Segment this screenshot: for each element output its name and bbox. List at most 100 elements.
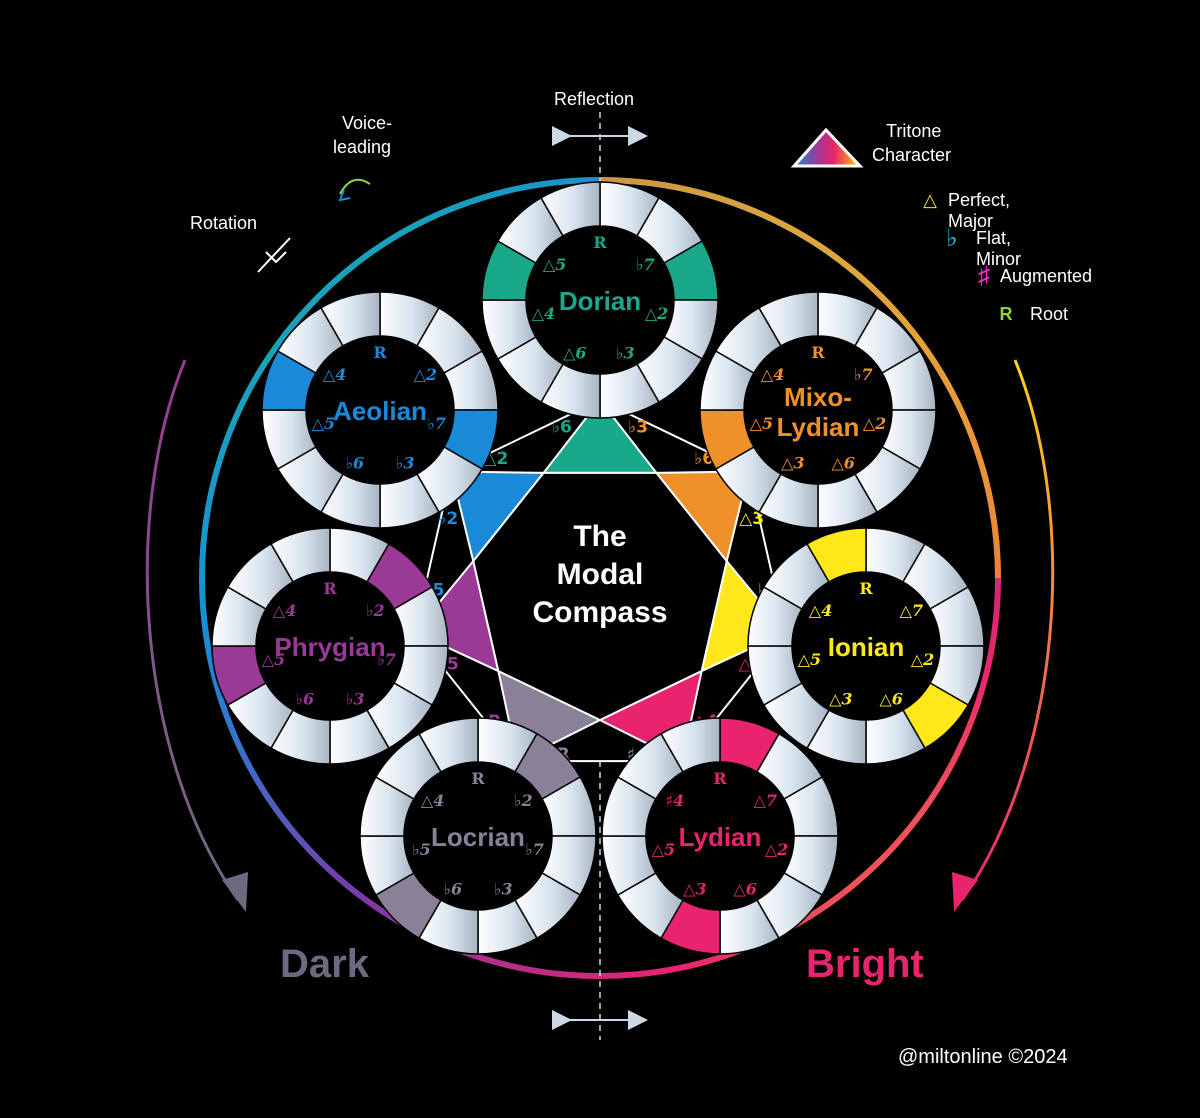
mode-degree-label: △4 [421, 791, 444, 810]
ring-center [743, 335, 893, 485]
heptagon-degree-label: ♭3 [628, 417, 648, 437]
legend-label: Perfect, Major [948, 190, 1011, 231]
bright-label: Bright [806, 942, 924, 986]
mode-name: Aeolian [333, 396, 427, 426]
mode-degree-label: ♭3 [616, 343, 635, 362]
tritone-label-2: Character [872, 145, 952, 165]
dark-arrow-head [222, 872, 248, 912]
mode-degree-label: △5 [543, 255, 566, 274]
voice-leading-label-1: Voice- [341, 113, 393, 133]
mode-degree-label: △2 [911, 650, 934, 669]
dark-label: Dark [280, 942, 369, 986]
mode-degree-label: △2 [414, 365, 437, 384]
rotation-label: Rotation [190, 213, 258, 233]
mode-name: Mixo- [784, 382, 852, 412]
flat-icon: ♭ [946, 225, 958, 252]
mode-degree-label: R [811, 343, 825, 362]
mode-degree-label: △4 [323, 365, 346, 384]
mode-degree-label: △2 [765, 840, 788, 859]
ring-center [403, 761, 553, 911]
mode-degree-label: R [471, 769, 485, 788]
mode-degree-label: △7 [900, 601, 923, 620]
mode-degree-label: △3 [829, 689, 852, 708]
mode-name: Lydian [679, 822, 762, 852]
mode-degree-label: △4 [273, 601, 296, 620]
sharp-icon: ♯ [978, 262, 990, 289]
mode-degree-label: R [859, 579, 873, 598]
compass-title-line: Modal [557, 558, 644, 591]
mode-degree-label: ♭7 [854, 365, 873, 384]
mode-degree-label: ♭3 [494, 879, 513, 898]
mode-degree-label: ♭3 [396, 453, 415, 472]
tritone-label-1: Tritone [886, 121, 942, 141]
mode-degree-label: △7 [754, 791, 777, 810]
mode-degree-label: ♭5 [412, 840, 431, 859]
mode-degree-label: △6 [831, 453, 854, 472]
mode-name: Phrygian [274, 632, 385, 662]
reflection-label: Reflection [554, 89, 635, 109]
mode-rings-layer: DorianR♭7△2♭3△6△4△5Mixo-LydianR♭7△2△6△3△… [211, 181, 985, 955]
mode-degree-label: ♯4 [665, 791, 684, 810]
inner-heptagon [472, 471, 728, 722]
mode-degree-label: R [593, 233, 607, 252]
compass-title-line: Compass [532, 596, 667, 629]
heptagon-degree-label: △3 [739, 509, 764, 529]
rotation-icon [257, 237, 291, 273]
bright-arrow-head [952, 872, 978, 912]
mode-degree-label: △5 [312, 414, 335, 433]
mode-degree-label: △2 [863, 414, 886, 433]
tritone-character-icon [790, 127, 864, 168]
compass-title-line: The [573, 520, 626, 553]
mode-name: Locrian [431, 822, 525, 852]
voice-leading-label-2: leading [333, 137, 392, 157]
heptagon-layer: ♭3♭6△3♭7△7△4♯4RR♭5△5♭2△2♭6TheModalCompas… [413, 398, 787, 765]
ring-center [791, 571, 941, 721]
mode-degree-label: △4 [809, 601, 832, 620]
mode-ring-ionian: Ionian R △7 △2 △6 △3 △5 △4 [747, 527, 985, 765]
legend-label: Augmented [1000, 266, 1093, 286]
voice-leading-icon [338, 178, 371, 202]
credit-label: @miltonline ©2024 [898, 1046, 1068, 1068]
mode-degree-label: △5 [750, 414, 773, 433]
mode-name: Dorian [559, 286, 641, 316]
heptagon-degree-label: ♭6 [552, 417, 572, 437]
mode-name: Ionian [828, 632, 905, 662]
mode-degree-label: △4 [761, 365, 784, 384]
perfect-major-icon: △ [923, 190, 937, 210]
legend-label: Root [1030, 304, 1069, 324]
mode-degree-label: ♭2 [514, 791, 533, 810]
mode-degree-label: R [713, 769, 727, 788]
mode-degree-label: R [373, 343, 387, 362]
mode-degree-label: ♭7 [377, 650, 396, 669]
mode-degree-label: △5 [798, 650, 821, 669]
mode-degree-label: ♭2 [366, 601, 385, 620]
mode-degree-label: △4 [532, 304, 555, 323]
mode-ring-mixolydian: Mixo-Lydian R ♭7 △2 △6 △3 △5 △4 [699, 291, 937, 529]
mode-degree-label: △6 [563, 343, 586, 362]
mode-degree-label: △5 [652, 840, 675, 859]
mode-degree-label: △2 [645, 304, 668, 323]
mode-degree-label: ♭6 [295, 689, 314, 708]
ring-center [525, 225, 675, 375]
mode-degree-label: ♭3 [346, 689, 365, 708]
legend-label: Flat, Minor [976, 228, 1022, 269]
mode-name: Lydian [777, 412, 860, 442]
mode-degree-label: △3 [683, 879, 706, 898]
root-icon: R [999, 304, 1013, 324]
mode-ring-dorian: Dorian R ♭7 △2 ♭3 △6 △4 △5 [481, 181, 719, 419]
heptagon-degree-label: ♭2 [438, 509, 458, 529]
dark-arrow [145, 359, 240, 901]
bright-arrow [960, 359, 1055, 901]
mode-degree-label: △5 [262, 650, 285, 669]
mode-degree-label: △6 [879, 689, 902, 708]
mode-degree-label: ♭7 [525, 840, 544, 859]
mode-degree-label: ♭7 [636, 255, 655, 274]
ring-center [645, 761, 795, 911]
ring-center [305, 335, 455, 485]
mode-degree-label: ♭7 [427, 414, 446, 433]
